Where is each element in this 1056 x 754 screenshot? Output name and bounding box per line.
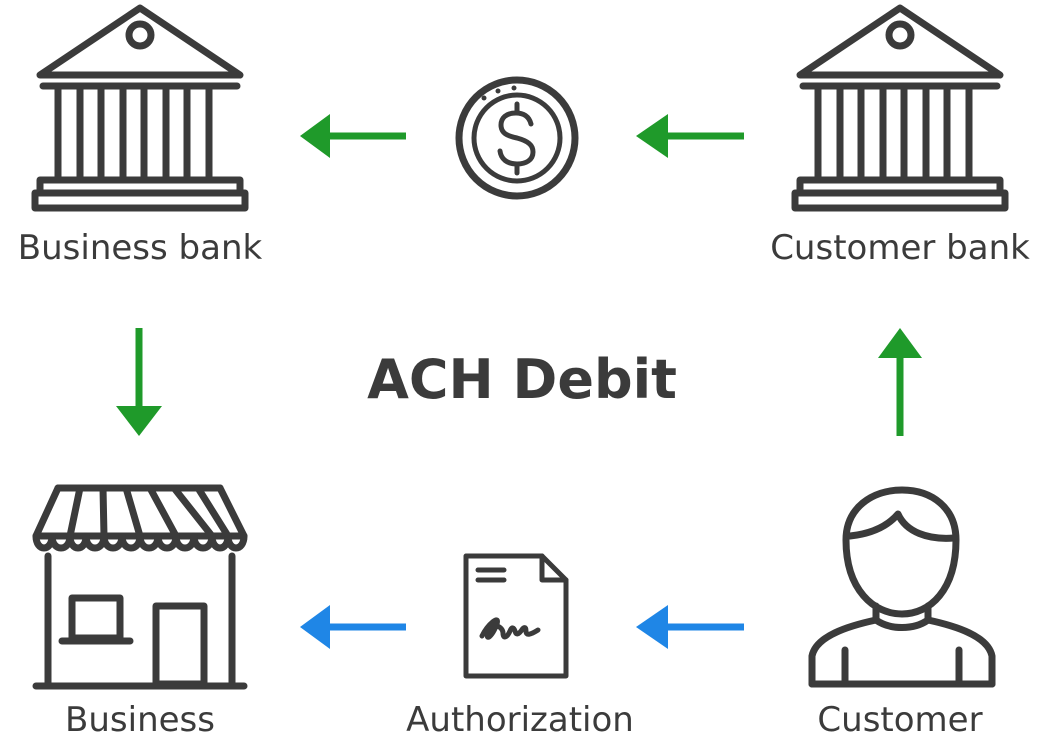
- person-icon: [808, 486, 996, 688]
- coin-dollar-icon: [455, 76, 579, 200]
- business-bank-icon: [31, 4, 249, 212]
- customer-label: Customer: [817, 700, 983, 740]
- business-label: Business: [65, 700, 215, 740]
- arrow-up-icon: [878, 328, 922, 436]
- document-signature-icon: [463, 553, 569, 679]
- arrow-down-icon: [116, 328, 162, 436]
- arrow-left-icon: [300, 114, 406, 158]
- diagram-title: ACH Debit: [367, 348, 677, 411]
- arrow-left-icon: [636, 605, 744, 649]
- business-bank-label: Business bank: [17, 228, 263, 268]
- authorization-label: Authorization: [406, 700, 634, 740]
- arrow-left-icon: [636, 114, 744, 158]
- arrow-left-icon: [300, 605, 406, 649]
- customer-bank-icon: [791, 4, 1009, 212]
- customer-bank-label: Customer bank: [770, 228, 1030, 268]
- storefront-icon: [32, 484, 248, 690]
